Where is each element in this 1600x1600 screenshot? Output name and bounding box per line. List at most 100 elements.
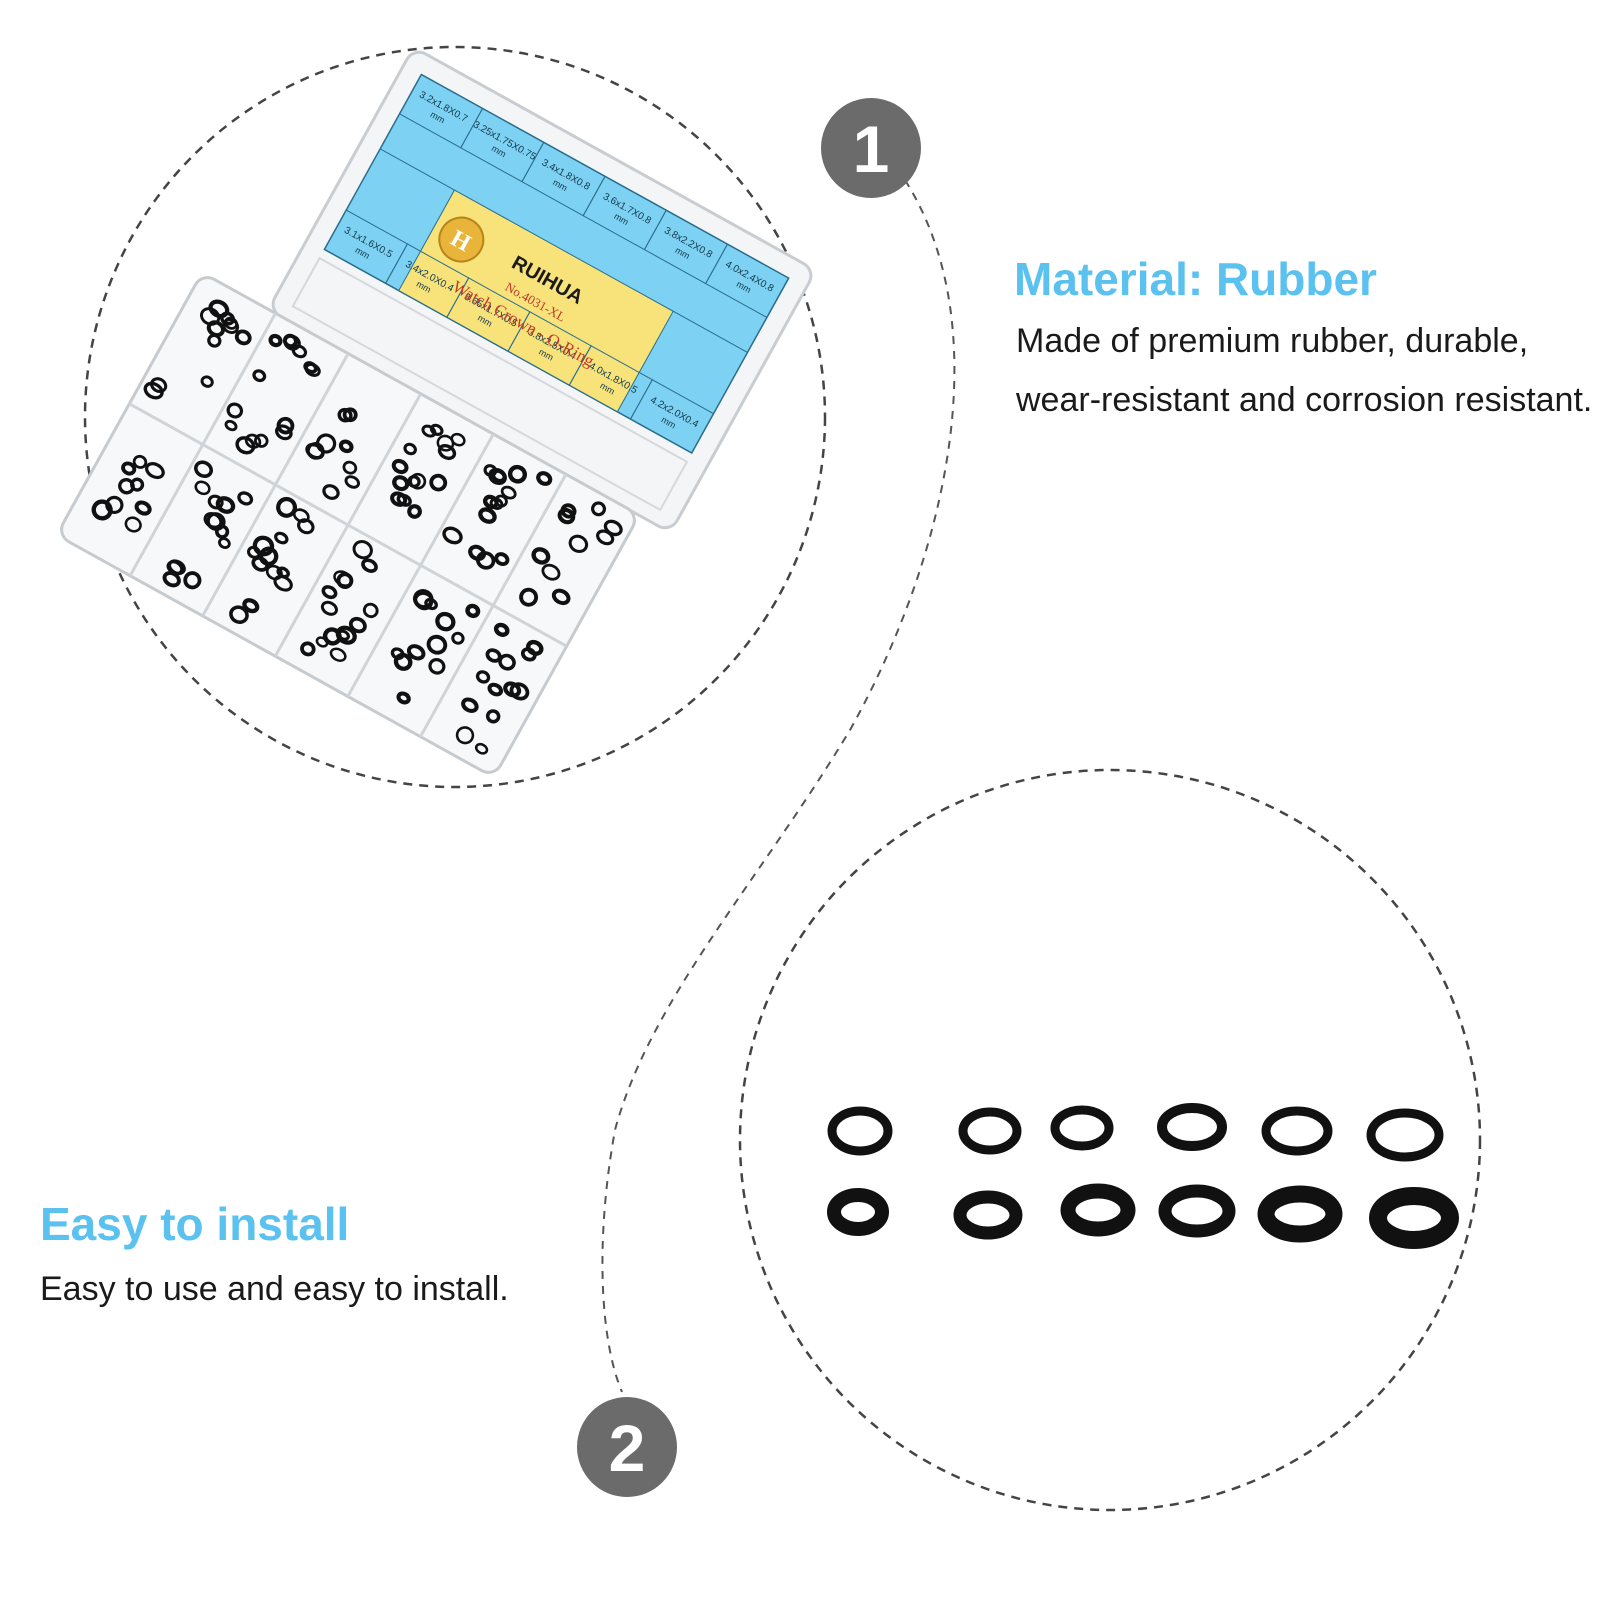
tray-o-ring (206, 320, 226, 338)
tray-o-ring (121, 461, 137, 476)
tray-o-ring (130, 477, 145, 492)
tray-o-ring (442, 526, 463, 545)
feature-title-material: Material: Rubber (1014, 253, 1377, 305)
tray-o-ring (134, 500, 152, 516)
tray-o-ring (507, 464, 528, 484)
tray-o-ring (414, 592, 434, 611)
tray-o-ring (145, 462, 165, 480)
feature-description-material: Made of premium rubber, durable, wear-re… (1016, 322, 1593, 419)
tray-o-ring (234, 329, 252, 346)
tray-o-ring (132, 454, 148, 469)
tray-o-ring (150, 377, 168, 394)
tray-o-ring (428, 658, 446, 675)
o-ring (1261, 1106, 1333, 1156)
tray-o-ring (322, 627, 342, 646)
tray-o-ring (338, 439, 354, 454)
tray-o-ring (461, 697, 479, 713)
tray-o-ring (500, 485, 517, 500)
tray-o-ring (306, 442, 325, 460)
step-number-2: 2 (609, 1411, 646, 1485)
tray-o-ring (215, 496, 236, 514)
o-rings-circle (738, 768, 1482, 1512)
step-badge-2: 2 (577, 1397, 677, 1497)
tray-o-ring (494, 494, 508, 508)
tray-o-ring (235, 436, 256, 455)
tray-o-ring (435, 611, 456, 632)
feature-title-install: Easy to install (40, 1198, 350, 1250)
tray-o-ring (329, 647, 347, 662)
tray-o-ring (276, 416, 295, 435)
tray-o-ring (591, 501, 607, 517)
dashed-connector-line (601, 179, 956, 1393)
tray-o-ring (483, 464, 498, 478)
tray-o-ring (274, 531, 289, 545)
tray-o-ring (509, 682, 530, 701)
tray-o-ring (361, 558, 378, 573)
tray-o-ring (183, 571, 202, 590)
tray-o-ring (531, 547, 551, 565)
tray-o-ring (218, 537, 231, 549)
o-ring (958, 1107, 1022, 1155)
tray-o-ring (541, 563, 561, 581)
tray-o-ring (237, 491, 254, 506)
tray-o-ring (475, 551, 496, 570)
tray-o-ring (224, 419, 238, 432)
o-ring (1366, 1108, 1444, 1162)
tray-o-ring (194, 460, 214, 479)
tray-o-ring (465, 603, 481, 619)
tray-o-ring (258, 546, 279, 567)
tray-o-ring (297, 518, 315, 535)
tray-o-ring (557, 507, 576, 525)
tray-o-ring (362, 602, 379, 619)
tray-o-ring (424, 597, 438, 611)
o-ring (827, 1106, 893, 1156)
tray-o-ring (475, 670, 491, 684)
tray-o-ring (493, 622, 510, 637)
dashed-circle-frame (738, 768, 1482, 1512)
tray-o-ring (536, 471, 553, 486)
tray-o-ring (143, 381, 164, 400)
tray-o-ring (429, 423, 444, 436)
step-number-1: 1 (853, 112, 890, 186)
tray-o-ring (342, 460, 358, 475)
tray-o-ring (487, 682, 504, 697)
tray-o-ring (207, 494, 224, 510)
o-ring (1050, 1105, 1114, 1151)
tray-o-ring (551, 588, 571, 606)
tray-o-ring (407, 504, 422, 519)
tray-o-ring (242, 598, 260, 614)
tray-o-ring (223, 316, 239, 330)
tray-o-ring (344, 475, 360, 489)
tray-o-ring (560, 503, 577, 519)
tray-o-ring (200, 375, 214, 388)
tray-o-ring (166, 560, 184, 575)
flat-washer-ring (1060, 1183, 1136, 1237)
tray-o-ring (520, 647, 537, 662)
tray-o-ring (396, 691, 411, 705)
tray-o-ring (390, 647, 405, 660)
o-ring (1157, 1103, 1227, 1151)
tray-o-ring (406, 644, 426, 661)
o-ring-row-top (827, 1103, 1444, 1162)
tray-o-ring (455, 726, 475, 745)
tray-o-ring (485, 709, 501, 724)
flat-washer-ring (953, 1190, 1023, 1240)
tray-o-ring (494, 552, 510, 567)
tray-o-ring (208, 299, 230, 319)
tray-o-ring (568, 534, 589, 554)
flat-washer-ring (1257, 1185, 1343, 1243)
tray-o-ring (273, 574, 293, 592)
tray-o-ring (396, 493, 412, 507)
feature-description-install: Easy to use and easy to install. (40, 1270, 509, 1308)
tray-o-ring (300, 641, 316, 657)
tray-o-ring (451, 631, 465, 645)
step-badge-1: 1 (821, 98, 921, 198)
tray-o-ring (468, 544, 487, 562)
tray-o-ring (392, 475, 410, 492)
o-ring-row-bottom (827, 1183, 1459, 1249)
tray-o-ring (226, 402, 244, 419)
logo-badge-icon (438, 216, 485, 263)
tray-o-ring (403, 442, 417, 456)
tray-o-ring (450, 432, 466, 447)
